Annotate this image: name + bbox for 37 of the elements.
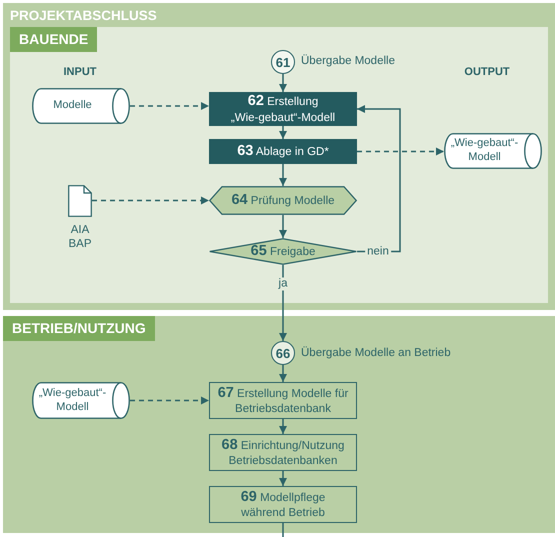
edge-label: ja bbox=[276, 278, 290, 290]
process-box: 63 Ablage in GD* bbox=[209, 139, 357, 164]
data-cylinder: Modelle bbox=[32, 88, 130, 124]
step-number-circle: 61 bbox=[271, 50, 295, 74]
process-box: 69 Modellpflege während Betrieb bbox=[209, 486, 357, 523]
flow-arrow bbox=[279, 365, 287, 382]
process-box: 62 Erstellung „Wie-gebaut“-Modell bbox=[209, 92, 357, 126]
data-cylinder: „Wie-gebaut“-Modell bbox=[444, 133, 542, 169]
step-caption: Übergabe Modelle bbox=[301, 54, 395, 68]
section-panel bbox=[3, 316, 555, 533]
connector-line bbox=[282, 523, 284, 537]
section-title: PROJEKTABSCHLUSS bbox=[10, 8, 157, 24]
flow-arrow bbox=[357, 105, 401, 252]
process-hexagon: 64 Prüfung Modelle bbox=[209, 186, 357, 215]
flow-arrow bbox=[279, 419, 287, 434]
process-box: 68 Einrichtung/Nutzung Betriebsdatenbanken bbox=[209, 434, 357, 471]
column-heading: OUTPUT bbox=[464, 66, 510, 78]
step-caption: Übergabe Modelle an Betrieb bbox=[301, 346, 451, 360]
section-tab: BAUENDE bbox=[10, 27, 98, 52]
dashed-arrow bbox=[130, 102, 209, 110]
data-cylinder: „Wie-gebaut“-Modell bbox=[32, 382, 130, 419]
column-heading: INPUT bbox=[64, 66, 96, 78]
flow-arrow bbox=[279, 265, 287, 341]
dashed-arrow bbox=[92, 196, 209, 204]
edge-label: nein bbox=[365, 245, 391, 258]
flow-arrow bbox=[279, 126, 287, 139]
flow-arrow bbox=[279, 215, 287, 238]
dashed-arrow bbox=[357, 148, 444, 156]
document-label: AIA BAP bbox=[68, 223, 92, 252]
flow-arrow bbox=[279, 471, 287, 486]
step-number-circle: 66 bbox=[271, 341, 295, 365]
decision-diamond: 65 Freigabe bbox=[209, 238, 357, 265]
process-box: 67 Erstellung Modelle für Betriebsdatenbank bbox=[209, 382, 357, 419]
section-tab: BETRIEB/NUTZUNG bbox=[3, 316, 155, 341]
flow-arrow bbox=[279, 74, 287, 92]
dashed-arrow bbox=[130, 396, 209, 404]
flow-arrow bbox=[279, 164, 287, 186]
